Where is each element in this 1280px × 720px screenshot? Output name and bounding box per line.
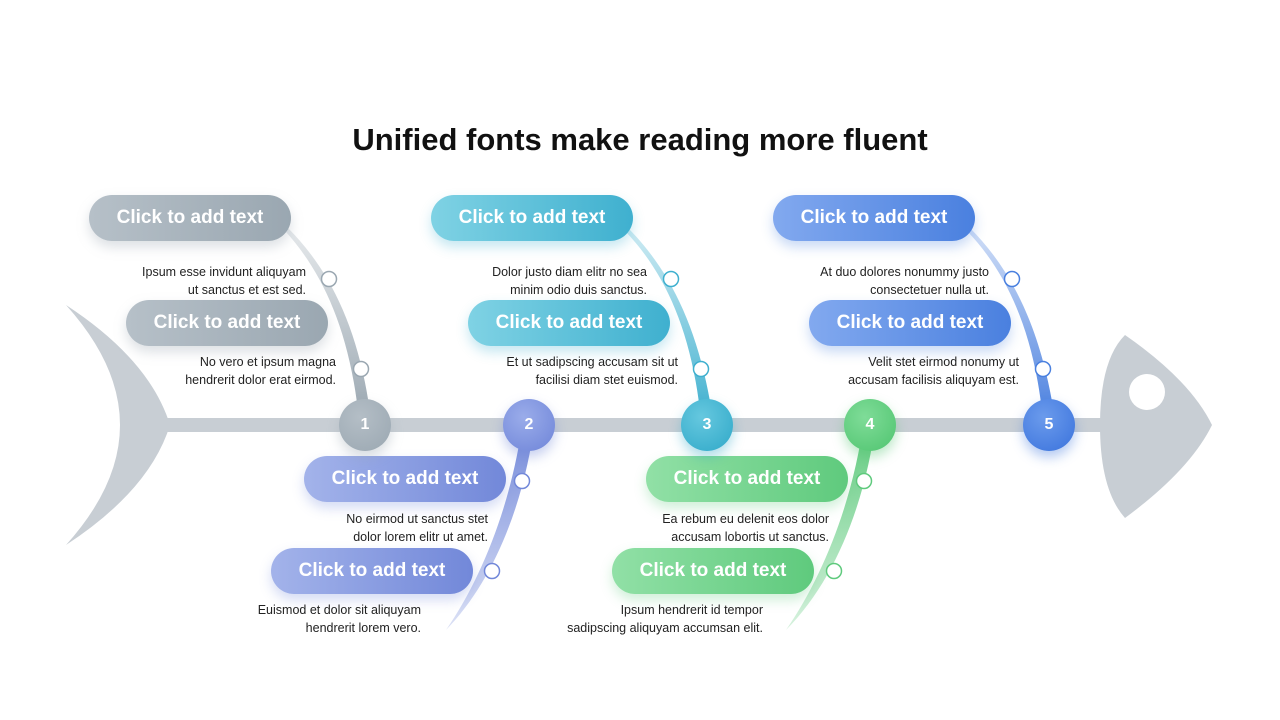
description-line: Velit stet eirmod nonumy ut xyxy=(868,355,1019,369)
fish-head xyxy=(1100,335,1212,518)
description-line: No vero et ipsum magna xyxy=(199,355,336,369)
fish-spine xyxy=(150,418,1150,432)
card-description: At duo dolores nonummy justo consectetue… xyxy=(749,263,989,299)
description-line: sadipscing aliquyam accumsan elit. xyxy=(567,621,763,635)
step-node-3: 3 xyxy=(681,399,733,451)
connector-rings xyxy=(320,270,1052,580)
connector-ring xyxy=(825,562,843,580)
description-line: At duo dolores nonummy justo xyxy=(820,265,989,279)
text-placeholder-button[interactable]: Click to add text xyxy=(646,456,848,502)
description-line: Ipsum esse invidunt aliquyam xyxy=(142,265,306,279)
text-placeholder-button[interactable]: Click to add text xyxy=(809,300,1011,346)
description-line: ut sanctus et est sed. xyxy=(187,283,306,297)
description-line: hendrerit lorem vero. xyxy=(305,621,421,635)
description-line: accusam facilisis aliquyam est. xyxy=(848,373,1019,387)
connector-ring xyxy=(1003,270,1021,288)
description-line: Ipsum hendrerit id tempor xyxy=(620,603,763,617)
step-node-4: 4 xyxy=(844,399,896,451)
description-line: Ea rebum eu delenit eos dolor xyxy=(662,512,829,526)
text-placeholder-button[interactable]: Click to add text xyxy=(271,548,473,594)
connector-ring xyxy=(352,360,370,378)
text-placeholder-button[interactable]: Click to add text xyxy=(89,195,291,241)
step-node-2: 2 xyxy=(503,399,555,451)
text-placeholder-button[interactable]: Click to add text xyxy=(304,456,506,502)
card-description: Velit stet eirmod nonumy ut accusam faci… xyxy=(779,353,1019,389)
card-description: Ipsum esse invidunt aliquyam ut sanctus … xyxy=(66,263,306,299)
description-line: consectetuer nulla ut. xyxy=(870,283,989,297)
card-description: Euismod et dolor sit aliquyam hendrerit … xyxy=(181,601,421,637)
description-line: Euismod et dolor sit aliquyam xyxy=(257,603,421,617)
text-placeholder-button[interactable]: Click to add text xyxy=(612,548,814,594)
connector-ring xyxy=(483,562,501,580)
step-node-5: 5 xyxy=(1023,399,1075,451)
card-description: Dolor justo diam elitr no sea minim odio… xyxy=(407,263,647,299)
connector-ring xyxy=(320,270,338,288)
fish-eye xyxy=(1129,374,1165,410)
card-description: Et ut sadipscing accusam sit ut facilisi… xyxy=(438,353,678,389)
connector-ring xyxy=(1034,360,1052,378)
fish-tail xyxy=(66,305,170,545)
description-line: Et ut sadipscing accusam sit ut xyxy=(506,355,678,369)
description-line: minim odio duis sanctus. xyxy=(510,283,647,297)
slide-title: Unified fonts make reading more fluent xyxy=(352,122,928,157)
text-placeholder-button[interactable]: Click to add text xyxy=(431,195,633,241)
card-description: No eirmod ut sanctus stet dolor lorem el… xyxy=(248,510,488,546)
text-placeholder-button[interactable]: Click to add text xyxy=(126,300,328,346)
description-line: hendrerit dolor erat eirmod. xyxy=(185,373,336,387)
description-line: facilisi diam stet euismod. xyxy=(535,373,678,387)
description-line: accusam lobortis ut sanctus. xyxy=(671,530,829,544)
card-description: Ea rebum eu delenit eos dolor accusam lo… xyxy=(589,510,829,546)
description-line: dolor lorem elitr ut amet. xyxy=(353,530,488,544)
connector-ring xyxy=(692,360,710,378)
connector-ring xyxy=(662,270,680,288)
connector-ring xyxy=(855,472,873,490)
description-line: Dolor justo diam elitr no sea xyxy=(492,265,647,279)
text-placeholder-button[interactable]: Click to add text xyxy=(468,300,670,346)
step-node-1: 1 xyxy=(339,399,391,451)
text-placeholder-button[interactable]: Click to add text xyxy=(773,195,975,241)
description-line: No eirmod ut sanctus stet xyxy=(346,512,488,526)
card-description: Ipsum hendrerit id tempor sadipscing ali… xyxy=(523,601,763,637)
connector-ring xyxy=(513,472,531,490)
card-description: No vero et ipsum magna hendrerit dolor e… xyxy=(96,353,336,389)
